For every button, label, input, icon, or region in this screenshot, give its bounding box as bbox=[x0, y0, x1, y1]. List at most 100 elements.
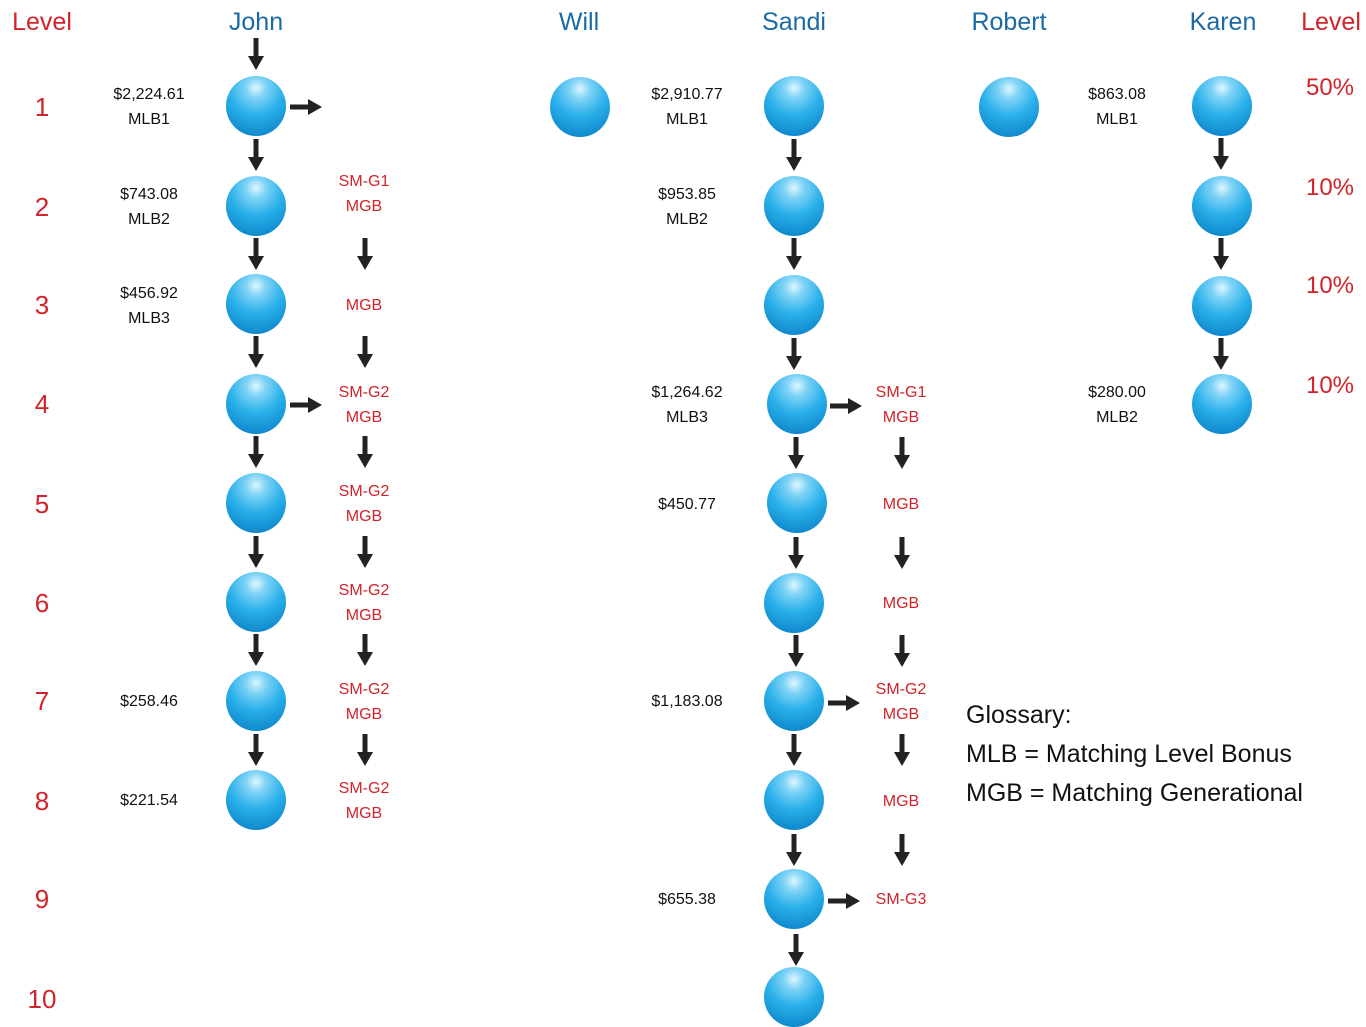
bonus-code: MLB1 bbox=[666, 111, 708, 128]
john-generational-level-4: SM-G2 MGB bbox=[339, 380, 390, 430]
bonus-amount: $1,264.62 bbox=[651, 384, 723, 401]
column-header-robert: Robert bbox=[971, 8, 1047, 36]
sandi-bonus-level-9: $655.38 bbox=[658, 887, 716, 912]
sandi-node-level-4 bbox=[767, 374, 827, 434]
percentage-label: 10% bbox=[1305, 174, 1355, 201]
column-header-karen: Karen bbox=[1189, 8, 1257, 36]
gen-label: MGB bbox=[882, 409, 920, 426]
john-node-level-8 bbox=[226, 770, 286, 830]
arrow-down-icon bbox=[357, 436, 373, 468]
arrow-down-icon bbox=[1213, 138, 1229, 170]
bonus-code: MLB2 bbox=[1096, 409, 1138, 426]
john-node-level-2 bbox=[226, 176, 286, 236]
sandi-bonus-level-7: $1,183.08 bbox=[651, 689, 722, 714]
arrow-down-icon bbox=[786, 139, 802, 171]
karen-node-level-2 bbox=[1192, 176, 1252, 236]
bonus-amount: $450.77 bbox=[658, 496, 716, 513]
sandi-node-level-6 bbox=[764, 573, 824, 633]
sandi-bonus-level-5: $450.77 bbox=[658, 492, 716, 517]
arrow-right-icon bbox=[290, 99, 322, 115]
arrow-down-icon bbox=[248, 436, 264, 468]
sandi-node-level-10 bbox=[764, 967, 824, 1027]
level-header-right: Level bbox=[1301, 8, 1361, 36]
level-number: 7 bbox=[34, 686, 50, 716]
gen-label: SM-G2 bbox=[338, 483, 390, 500]
gen-label: MGB bbox=[882, 706, 920, 723]
arrow-down-icon bbox=[357, 238, 373, 270]
level-header-left: Level bbox=[12, 8, 72, 36]
level-number: 3 bbox=[34, 290, 50, 320]
arrow-down-icon bbox=[1213, 338, 1229, 370]
bonus-amount: $221.54 bbox=[120, 792, 178, 809]
sandi-node-level-5 bbox=[767, 473, 827, 533]
bonus-amount: $863.08 bbox=[1088, 86, 1146, 103]
robert-node bbox=[979, 77, 1039, 137]
bonus-amount: $2,910.77 bbox=[651, 86, 723, 103]
gen-label: MGB bbox=[882, 595, 920, 612]
bonus-amount: $1,183.08 bbox=[651, 693, 723, 710]
karen-node-level-4 bbox=[1192, 374, 1252, 434]
sandi-generational-level-6: MGB bbox=[883, 591, 919, 616]
sandi-generational-level-8: MGB bbox=[883, 789, 919, 814]
arrow-down-icon bbox=[248, 536, 264, 568]
gen-label: SM-G2 bbox=[875, 681, 927, 698]
gen-label: MGB bbox=[345, 706, 383, 723]
gen-label: SM-G2 bbox=[338, 681, 390, 698]
arrow-down-icon bbox=[248, 139, 264, 171]
column-header-sandi: Sandi bbox=[762, 8, 826, 36]
arrow-right-icon bbox=[290, 397, 322, 413]
level-number: 10 bbox=[27, 984, 57, 1014]
level-number: 4 bbox=[34, 389, 50, 419]
sandi-bonus-level-2: $953.85 MLB2 bbox=[658, 182, 716, 232]
john-node-level-1 bbox=[226, 76, 286, 136]
bonus-code: MLB1 bbox=[128, 111, 170, 128]
level-number: 5 bbox=[34, 489, 50, 519]
percentage-label: 10% bbox=[1305, 372, 1355, 399]
gen-label: MGB bbox=[345, 198, 383, 215]
bonus-amount: $280.00 bbox=[1088, 384, 1146, 401]
gen-label: MGB bbox=[345, 409, 383, 426]
gen-label: SM-G1 bbox=[338, 173, 390, 190]
gen-label: MGB bbox=[345, 508, 383, 525]
sandi-node-level-7 bbox=[764, 671, 824, 731]
arrow-down-icon bbox=[894, 734, 910, 766]
bonus-amount: $258.46 bbox=[120, 693, 178, 710]
john-bonus-level-1: $2,224.61 MLB1 bbox=[113, 82, 184, 132]
arrow-down-icon bbox=[788, 437, 804, 469]
glossary: Glossary: MLB = Matching Level Bonus MGB… bbox=[966, 696, 1303, 813]
level-number: 6 bbox=[34, 588, 50, 618]
john-bonus-level-3: $456.92 MLB3 bbox=[120, 281, 178, 331]
arrow-down-icon bbox=[248, 38, 264, 70]
arrow-down-icon bbox=[248, 238, 264, 270]
karen-node-level-3 bbox=[1192, 276, 1252, 336]
bonus-code: MLB2 bbox=[128, 211, 170, 228]
gen-label: MGB bbox=[882, 793, 920, 810]
john-node-level-5 bbox=[226, 473, 286, 533]
sandi-generational-level-7: SM-G2 MGB bbox=[876, 677, 927, 727]
gen-label: MGB bbox=[345, 607, 383, 624]
arrow-down-icon bbox=[894, 437, 910, 469]
column-header-will: Will bbox=[558, 8, 600, 36]
john-generational-level-2: SM-G1 MGB bbox=[339, 169, 390, 219]
glossary-title: Glossary: bbox=[966, 701, 1072, 729]
sandi-node-level-8 bbox=[764, 770, 824, 830]
sandi-generational-level-9: SM-G3 bbox=[876, 887, 927, 912]
arrow-down-icon bbox=[786, 338, 802, 370]
arrow-down-icon bbox=[788, 934, 804, 966]
arrow-down-icon bbox=[788, 635, 804, 667]
sandi-generational-level-5: MGB bbox=[883, 492, 919, 517]
will-node bbox=[550, 77, 610, 137]
arrow-down-icon bbox=[248, 336, 264, 368]
arrow-down-icon bbox=[894, 834, 910, 866]
arrow-down-icon bbox=[894, 635, 910, 667]
bonus-amount: $456.92 bbox=[120, 285, 178, 302]
gen-label: SM-G2 bbox=[338, 780, 390, 797]
arrow-down-icon bbox=[788, 537, 804, 569]
arrow-down-icon bbox=[786, 238, 802, 270]
karen-bonus-level-1: $863.08 MLB1 bbox=[1088, 82, 1146, 132]
sandi-bonus-level-1: $2,910.77 MLB1 bbox=[651, 82, 722, 132]
bonus-amount: $743.08 bbox=[120, 186, 178, 203]
john-generational-level-5: SM-G2 MGB bbox=[339, 479, 390, 529]
arrow-down-icon bbox=[357, 634, 373, 666]
bonus-code: MLB3 bbox=[666, 409, 708, 426]
